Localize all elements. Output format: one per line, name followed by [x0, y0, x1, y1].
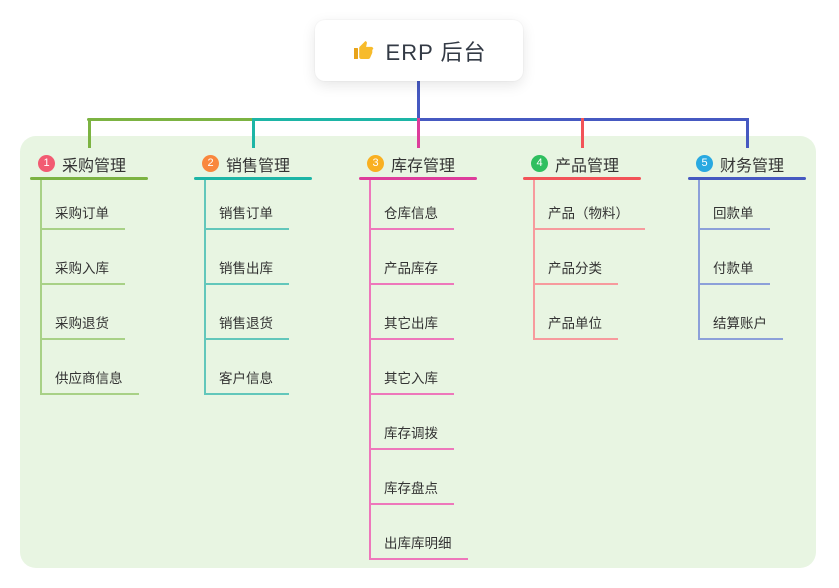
connector-drop: [745, 118, 749, 148]
connector-drop: [580, 118, 584, 148]
branch-underline: [688, 177, 806, 180]
child-node[interactable]: 仓库信息: [369, 204, 454, 230]
branch-label: 采购管理: [62, 157, 127, 175]
branch-badge: 3: [367, 155, 384, 172]
branch-header[interactable]: 5 财务管理: [688, 150, 784, 177]
branch-spine: [40, 180, 42, 395]
child-node[interactable]: 付款单: [698, 259, 770, 285]
branch-badge: 5: [696, 155, 713, 172]
branch-badge: 1: [38, 155, 55, 172]
branch-underline: [194, 177, 312, 180]
branch-label: 产品管理: [555, 157, 620, 175]
child-node[interactable]: 结算账户: [698, 314, 783, 340]
branch-header[interactable]: 4 产品管理: [523, 150, 619, 177]
child-node[interactable]: 客户信息: [204, 369, 289, 395]
branch-header[interactable]: 3 库存管理: [359, 150, 455, 177]
connector-drop: [251, 118, 255, 148]
child-node[interactable]: 产品（物料）: [533, 204, 645, 230]
child-node[interactable]: 其它出库: [369, 314, 454, 340]
root-label: ERP 后台: [385, 39, 487, 65]
branch-badge: 2: [202, 155, 219, 172]
root-connector: [417, 80, 420, 121]
root-node[interactable]: ERP 后台: [315, 20, 523, 81]
branch-label: 库存管理: [391, 157, 456, 175]
thumbs-up-icon: [352, 39, 376, 63]
child-node[interactable]: 供应商信息: [40, 369, 139, 395]
child-node[interactable]: 库存盘点: [369, 479, 454, 505]
connector-main: [87, 118, 253, 121]
connector-drop: [87, 118, 91, 148]
branch-spine: [204, 180, 206, 395]
branch-spine: [533, 180, 535, 340]
child-node[interactable]: 产品分类: [533, 259, 618, 285]
branch-underline: [30, 177, 148, 180]
branch-label: 财务管理: [720, 157, 785, 175]
connector-main: [253, 118, 418, 121]
branch-spine: [698, 180, 700, 340]
child-node[interactable]: 销售订单: [204, 204, 289, 230]
branch-underline: [359, 177, 477, 180]
branch-spine: [369, 180, 371, 560]
branch-label: 销售管理: [226, 157, 291, 175]
child-node[interactable]: 产品库存: [369, 259, 454, 285]
connector-main: [418, 118, 749, 121]
mindmap-panel: [20, 136, 816, 568]
child-node[interactable]: 其它入库: [369, 369, 454, 395]
child-node[interactable]: 回款单: [698, 204, 770, 230]
child-node[interactable]: 销售退货: [204, 314, 289, 340]
child-node[interactable]: 销售出库: [204, 259, 289, 285]
child-node[interactable]: 采购入库: [40, 259, 125, 285]
child-node[interactable]: 采购订单: [40, 204, 125, 230]
connector-drop: [416, 118, 420, 148]
child-node[interactable]: 出库库明细: [369, 534, 468, 560]
branch-header[interactable]: 2 销售管理: [194, 150, 290, 177]
child-node[interactable]: 产品单位: [533, 314, 618, 340]
child-node[interactable]: 库存调拨: [369, 424, 454, 450]
child-node[interactable]: 采购退货: [40, 314, 125, 340]
branch-header[interactable]: 1 采购管理: [30, 150, 126, 177]
branch-underline: [523, 177, 641, 180]
branch-badge: 4: [531, 155, 548, 172]
